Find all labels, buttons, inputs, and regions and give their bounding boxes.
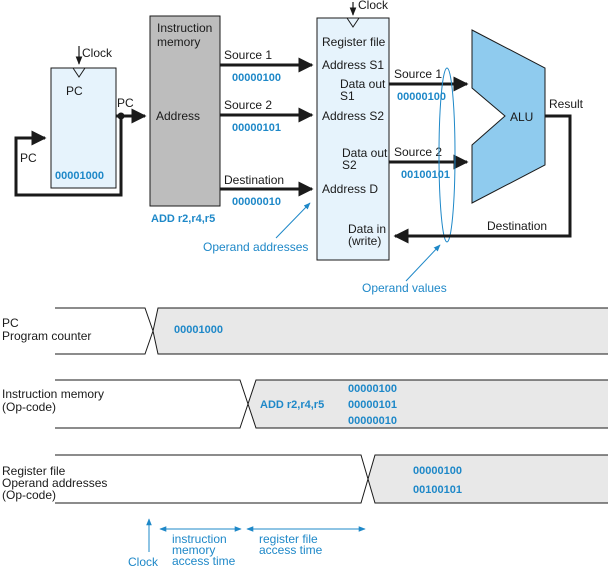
destination-bus-value: 00000010 [232, 196, 281, 208]
writeback-destination-label: Destination [487, 219, 547, 233]
alu-shape [471, 29, 546, 204]
timeline-row-register-file: Register file Operand addresses (Op-code… [2, 454, 608, 504]
timeline-reg-value-1: 00000100 [413, 465, 462, 477]
timeline-reg-label-3: (Op-code) [2, 488, 56, 502]
register-file-title: Register file [322, 35, 386, 49]
operand-values-pointer [405, 244, 441, 282]
timeline-pc-value: 00001000 [174, 324, 223, 336]
destination-bus-label: Destination [224, 173, 284, 187]
register-file-address-s2: Address S2 [322, 109, 384, 123]
pc-title: PC [66, 84, 83, 98]
register-file-data-in-2: (write) [348, 234, 381, 248]
register-file-data-out-s2-1: Data out [342, 146, 388, 160]
alu-title: ALU [510, 110, 533, 124]
source1-bus-label: Source 1 [224, 48, 272, 62]
register-file-data-out-s2-2: S2 [342, 158, 357, 172]
instruction-memory-title-2: memory [157, 35, 200, 49]
instruction-memory-block [149, 15, 221, 207]
instruction-memory-title-1: Instruction [157, 21, 212, 35]
register-file-data-out-s1-1: Data out [340, 77, 386, 91]
timeline-row-pc: PC Program counter 00001000 [2, 307, 608, 355]
register-file-clock-label: Clock [358, 0, 389, 12]
source2-bus-label: Source 2 [224, 98, 272, 112]
instruction-access-time-3: access time [172, 554, 236, 566]
instruction-access-time-2: memory [172, 543, 215, 557]
register-access-time-1: register file [259, 532, 318, 546]
pc-feedback-bus [14, 116, 123, 197]
pc-feedback-label: PC [20, 151, 37, 165]
instruction-memory-instruction: ADD r2,r4,r5 [151, 213, 215, 225]
operand-addresses-pointer [275, 202, 311, 239]
pc-clock-label: Clock [82, 46, 113, 60]
timeline-reg-label-1: Register file [2, 464, 66, 478]
data-out-s1-value: 00000100 [397, 91, 446, 103]
timeline-instr-value-1: 00000100 [348, 383, 397, 395]
data-out-s2-label: Source 2 [394, 145, 442, 159]
register-file-block [316, 17, 390, 261]
timeline-pc-label-1: PC [2, 316, 19, 330]
instruction-access-time-1: instruction [172, 532, 227, 546]
pc-register [50, 67, 117, 189]
instruction-memory-address-label: Address [156, 109, 200, 123]
register-file-address-s1: Address S1 [322, 58, 384, 72]
timeline-instr-label-2: (Op-code) [2, 400, 56, 414]
operand-values-ellipse [438, 67, 456, 243]
operand-values-label: Operand values [362, 281, 447, 295]
timeline-clock-label: Clock [128, 555, 159, 566]
register-file-data-in-1: Data in [348, 222, 386, 236]
register-file-address-d: Address D [322, 182, 378, 196]
result-writeback-bus [393, 114, 572, 244]
timeline-row-instruction-memory: Instruction memory (Op-code) ADD r2,r4,r… [2, 379, 608, 429]
timeline-reg-label-2: Operand addresses [2, 476, 107, 490]
timeline-reg-value-2: 00100101 [413, 484, 462, 496]
register-access-time-2: access time [259, 543, 323, 557]
timeline-pc-label-2: Program counter [2, 329, 91, 343]
operand-addresses-label: Operand addresses [203, 240, 308, 254]
pc-clock-triangle [72, 67, 86, 78]
source1-bus-value: 00000100 [232, 72, 281, 84]
timeline-instr-instruction: ADD r2,r4,r5 [260, 399, 324, 411]
timeline-instr-label-1: Instruction memory [2, 387, 104, 401]
pc-out-label: PC [117, 96, 134, 110]
pc-value: 00001000 [55, 170, 104, 182]
timeline-instr-value-3: 00000010 [348, 415, 397, 427]
timeline-instr-value-2: 00000101 [348, 399, 397, 411]
data-out-s1-label: Source 1 [394, 67, 442, 81]
register-file-clock-triangle [346, 17, 360, 28]
data-out-s2-value: 00100101 [401, 169, 450, 181]
alu-result-label: Result [549, 97, 584, 111]
register-file-data-out-s1-2: S1 [340, 89, 355, 103]
source2-bus-value: 00000101 [232, 122, 281, 134]
